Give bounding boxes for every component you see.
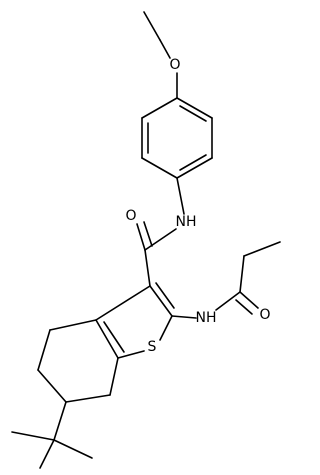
bond-tbu-me1	[11, 431, 55, 441]
bond-aryl-nh	[176, 177, 185, 215]
bond-ch2-ch3	[243, 241, 281, 257]
bond-c3-c2-double	[155, 282, 175, 309]
bond-c-o	[239, 291, 259, 309]
bond-ar-double1	[179, 105, 207, 122]
bond-nh-c	[215, 291, 241, 311]
bond-c2-s	[159, 315, 173, 341]
bond-s-c7a	[117, 350, 145, 359]
bond-tbu-me2	[39, 439, 55, 469]
bond-ar-double2	[179, 154, 207, 171]
bond-ar1	[176, 97, 213, 119]
bond-tbu-me3	[53, 439, 93, 459]
atom-o-ether: O	[169, 57, 180, 73]
bond-c6-c7	[65, 394, 111, 403]
bond-c-o-double	[235, 299, 253, 315]
bond-c3-c2	[149, 285, 173, 317]
atom-o-carbonyl: O	[125, 208, 136, 224]
bond-ar3	[176, 157, 213, 179]
bond-ar4	[141, 157, 178, 179]
bond-c4-c5	[37, 329, 51, 371]
bond-ch2-o	[159, 39, 171, 59]
bond-c3a-c3	[95, 285, 151, 321]
atom-o-propanamide: O	[259, 307, 270, 323]
bond-c3a-c4	[49, 319, 97, 331]
bond-ch3-ch2	[143, 11, 161, 41]
bond-c5-c6	[37, 369, 67, 403]
bond-carbonyl-c3	[144, 249, 151, 287]
atom-nh-amide: NH	[176, 214, 197, 230]
bond-c2-nh	[171, 315, 197, 319]
bond-c-ch2	[239, 255, 245, 293]
bond-carbonyl-o	[136, 223, 146, 251]
bond-ar6	[141, 97, 178, 119]
bond-nh-carbonyl	[144, 228, 177, 251]
bond-c7a-c3a-double	[103, 321, 125, 353]
bond-c7-c7a	[109, 357, 119, 396]
bond-c7a-c3a	[95, 319, 119, 359]
atom-nh-amino: NH	[196, 310, 217, 326]
atom-s-thiophene: S	[148, 339, 157, 355]
bond-carbonyl-o-double	[143, 221, 153, 247]
bond-c6-tbu	[53, 401, 67, 441]
